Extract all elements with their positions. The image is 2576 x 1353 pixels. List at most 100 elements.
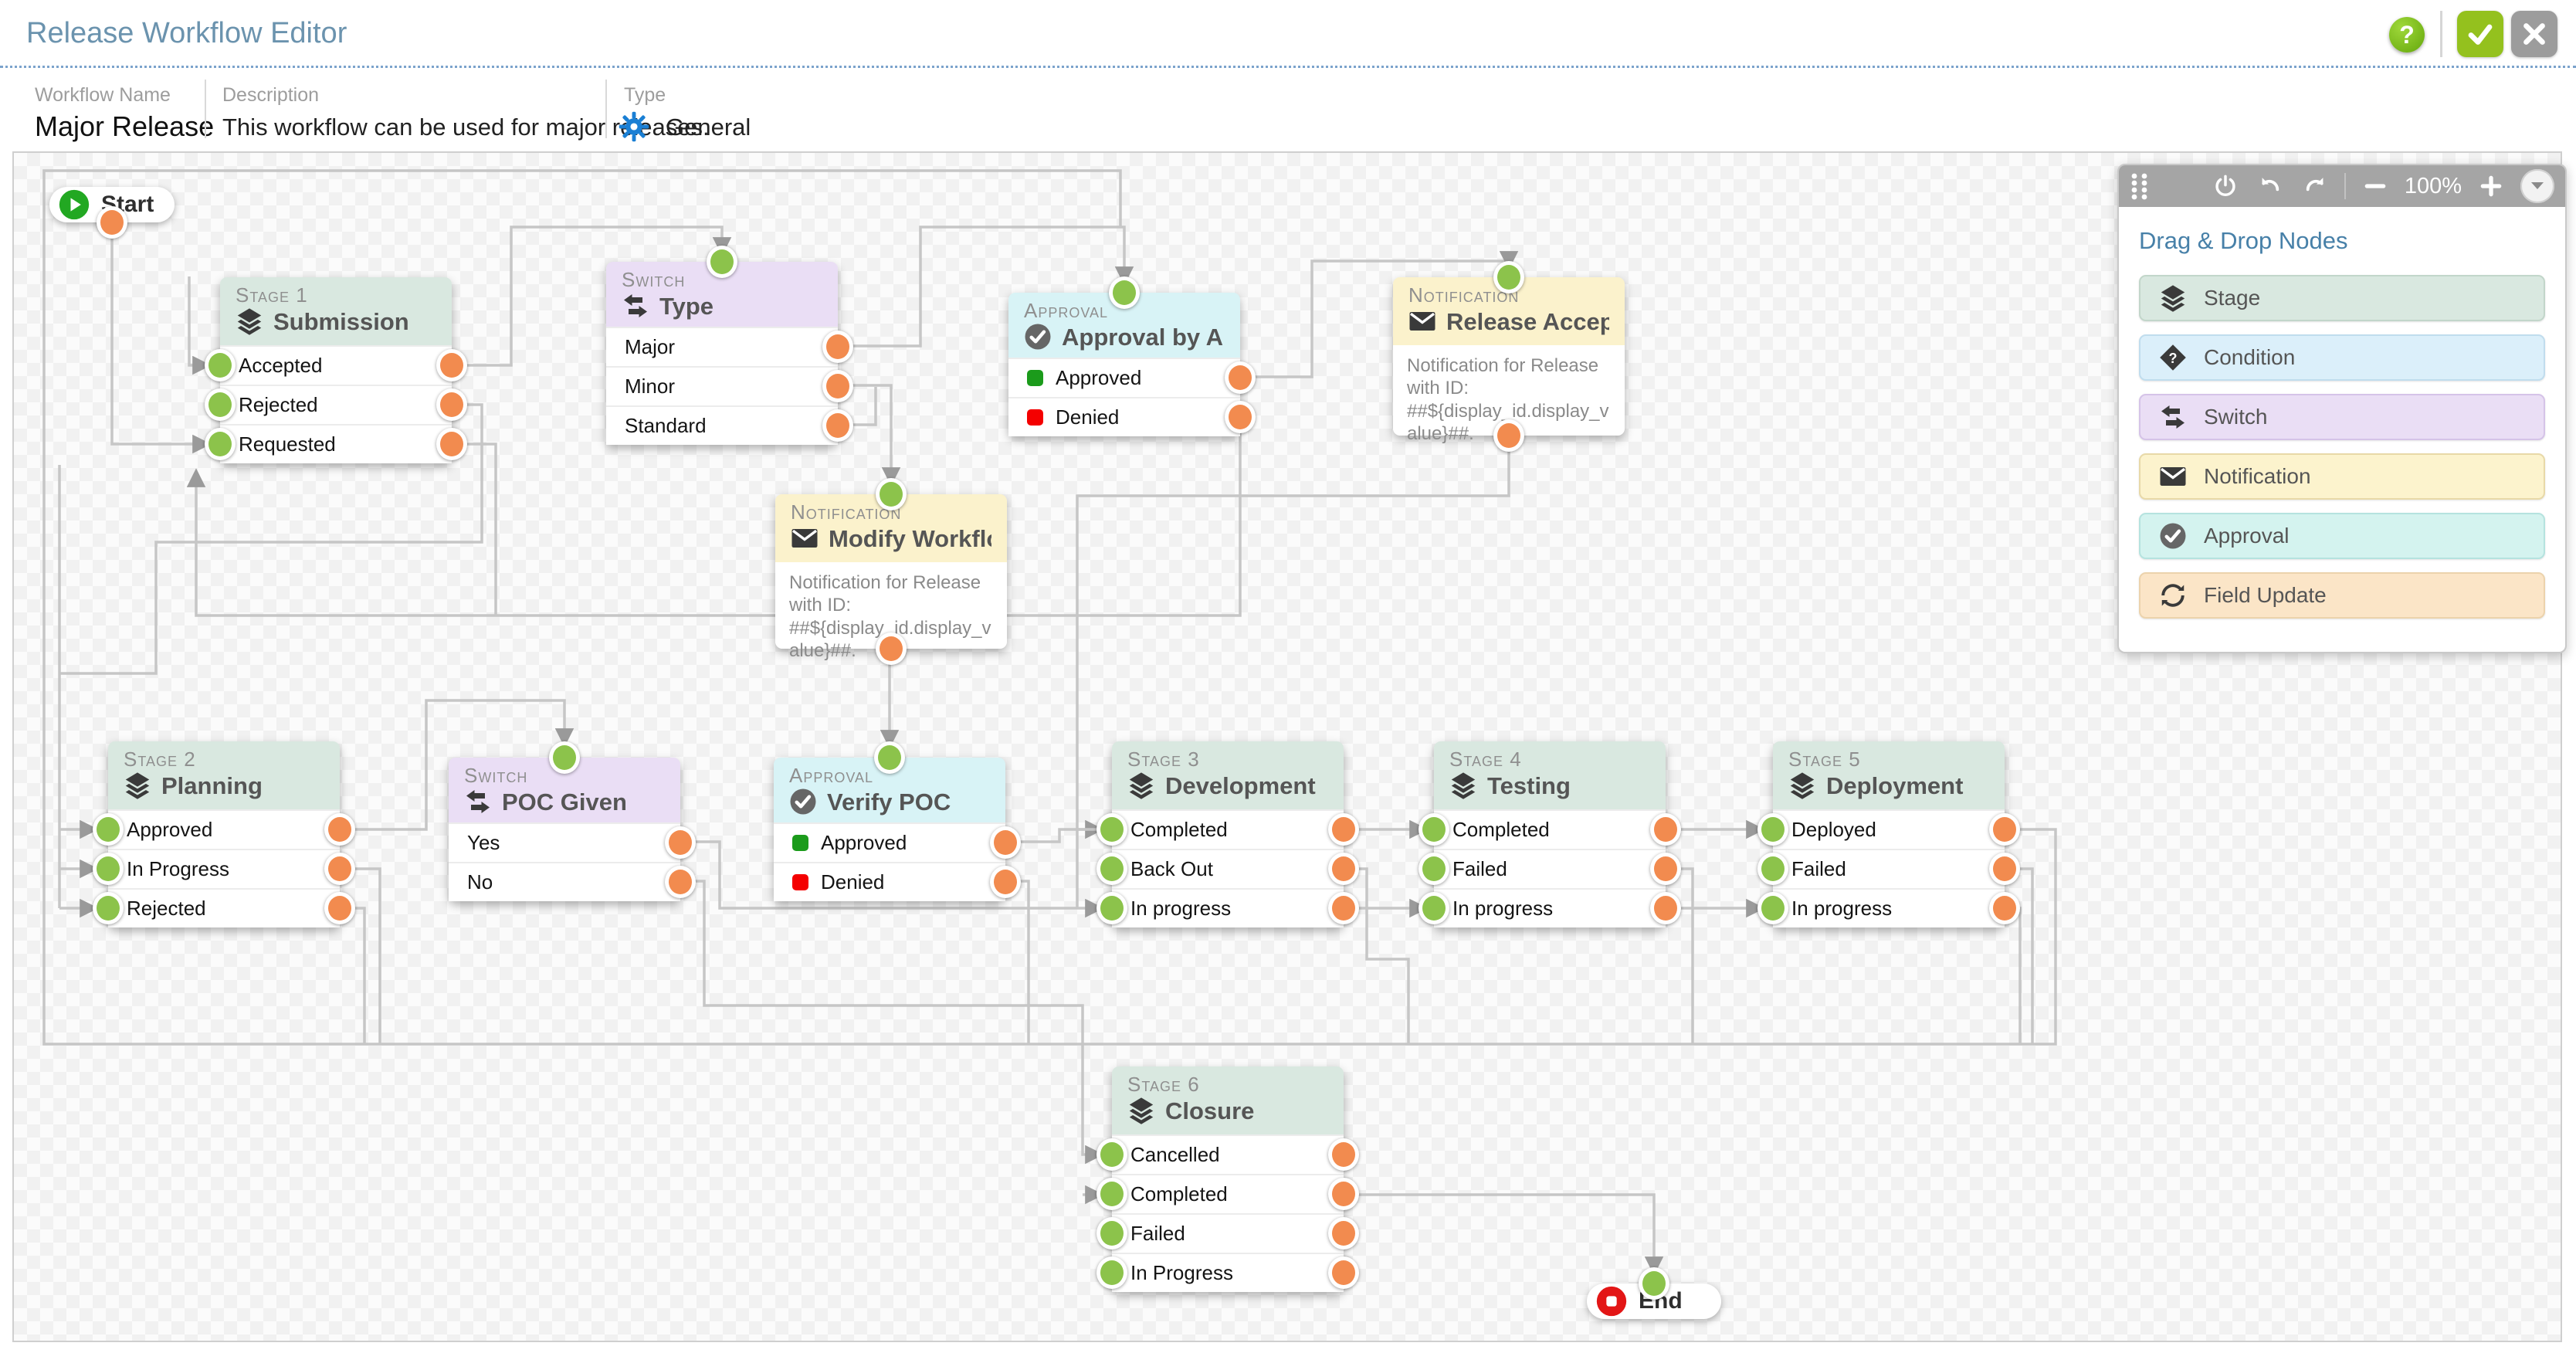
output-port[interactable]	[1650, 891, 1681, 924]
input-port[interactable]	[1418, 812, 1449, 846]
node-row-completed[interactable]: Completed	[1434, 809, 1666, 849]
input-port[interactable]	[1757, 812, 1788, 846]
input-port[interactable]	[1096, 1177, 1127, 1210]
input-port[interactable]	[1096, 1216, 1127, 1250]
output-port[interactable]	[822, 409, 853, 442]
output-port[interactable]	[436, 348, 467, 381]
node-row-yes[interactable]: Yes	[449, 822, 680, 862]
input-port[interactable]	[1757, 852, 1788, 885]
zoom-in-button[interactable]	[2476, 171, 2507, 202]
output-port[interactable]	[1493, 419, 1524, 452]
output-port[interactable]	[1989, 891, 2020, 924]
input-port[interactable]	[1096, 1138, 1127, 1171]
output-port[interactable]	[1989, 852, 2020, 885]
input-port[interactable]	[1096, 891, 1127, 924]
node-row-rejected[interactable]: Rejected	[220, 385, 452, 424]
output-port[interactable]	[1328, 1138, 1359, 1171]
power-button[interactable]	[2210, 171, 2241, 202]
zoom-out-button[interactable]	[2360, 171, 2391, 202]
node-end[interactable]: End	[1587, 1267, 1721, 1319]
output-port[interactable]	[436, 388, 467, 421]
node-row-failed[interactable]: Failed	[1434, 849, 1666, 888]
output-port[interactable]	[990, 865, 1021, 898]
palette-item-condition[interactable]: ? Condition	[2139, 334, 2545, 381]
input-port[interactable]	[93, 812, 124, 846]
output-port[interactable]	[324, 852, 355, 885]
output-port[interactable]	[665, 826, 696, 859]
output-port[interactable]	[97, 206, 127, 239]
output-port[interactable]	[822, 330, 853, 363]
input-port[interactable]	[1096, 812, 1127, 846]
undo-button[interactable]	[2255, 171, 2286, 202]
node-row-in-progress[interactable]: In progress	[1434, 888, 1666, 927]
palette-item-notification[interactable]: Notification	[2139, 453, 2545, 500]
node-row-no[interactable]: No	[449, 862, 680, 901]
input-port[interactable]	[205, 388, 236, 421]
input-port[interactable]	[1109, 276, 1140, 309]
node-row-approved[interactable]: Approved	[774, 822, 1005, 862]
output-port[interactable]	[1225, 400, 1256, 433]
node-row-deployed[interactable]: Deployed	[1773, 809, 2005, 849]
output-port[interactable]	[436, 427, 467, 460]
node-approval-by-appli[interactable]: Approval Approval by Appli... ApprovedDe…	[1008, 276, 1256, 436]
node-row-in-progress[interactable]: In Progress	[1112, 1253, 1344, 1292]
node-notif-modify-workflow[interactable]: Notification Modify Workflow Notificatio…	[775, 478, 1007, 665]
node-notif-release-accepted[interactable]: Notification Release Accepted Notificati…	[1393, 261, 1625, 452]
node-row-major[interactable]: Major	[606, 327, 838, 366]
output-port[interactable]	[1650, 852, 1681, 885]
input-port[interactable]	[707, 246, 737, 278]
node-row-in-progress[interactable]: In Progress	[108, 849, 340, 888]
input-port[interactable]	[1493, 261, 1524, 293]
output-port[interactable]	[1328, 1216, 1359, 1250]
output-port[interactable]	[665, 865, 696, 898]
node-row-requested[interactable]: Requested	[220, 424, 452, 463]
output-port[interactable]	[990, 826, 1021, 859]
node-row-denied[interactable]: Denied	[1008, 397, 1240, 436]
output-port[interactable]	[324, 812, 355, 846]
save-button[interactable]	[2457, 11, 2503, 57]
node-row-completed[interactable]: Completed	[1112, 1174, 1344, 1213]
node-row-failed[interactable]: Failed	[1773, 849, 2005, 888]
input-port[interactable]	[1096, 852, 1127, 885]
output-port[interactable]	[1328, 1256, 1359, 1289]
gear-icon[interactable]	[618, 110, 650, 143]
node-row-in-progress[interactable]: In progress	[1112, 888, 1344, 927]
node-row-denied[interactable]: Denied	[774, 862, 1005, 901]
output-port[interactable]	[1225, 361, 1256, 394]
palette-item-stage[interactable]: Stage	[2139, 275, 2545, 321]
help-icon[interactable]: ?	[2389, 17, 2425, 53]
output-port[interactable]	[1328, 1177, 1359, 1210]
input-port[interactable]	[93, 891, 124, 924]
drag-handle-icon[interactable]	[2130, 171, 2150, 201]
output-port[interactable]	[324, 891, 355, 924]
input-port[interactable]	[876, 478, 907, 510]
output-port[interactable]	[1650, 812, 1681, 846]
node-row-approved[interactable]: Approved	[1008, 358, 1240, 397]
input-port[interactable]	[205, 427, 236, 460]
node-row-cancelled[interactable]: Cancelled	[1112, 1134, 1344, 1174]
node-start[interactable]: Start	[49, 187, 175, 239]
palette-item-field-update[interactable]: Field Update	[2139, 572, 2545, 619]
node-row-failed[interactable]: Failed	[1112, 1213, 1344, 1253]
input-port[interactable]	[1418, 852, 1449, 885]
input-port[interactable]	[1096, 1256, 1127, 1289]
node-row-minor[interactable]: Minor	[606, 366, 838, 405]
output-port[interactable]	[822, 369, 853, 402]
output-port[interactable]	[1328, 852, 1359, 885]
node-row-completed[interactable]: Completed	[1112, 809, 1344, 849]
node-row-approved[interactable]: Approved	[108, 809, 340, 849]
close-button[interactable]	[2511, 11, 2557, 57]
input-port[interactable]	[205, 348, 236, 381]
input-port[interactable]	[93, 852, 124, 885]
palette-item-switch[interactable]: Switch	[2139, 394, 2545, 440]
output-port[interactable]	[876, 632, 907, 665]
